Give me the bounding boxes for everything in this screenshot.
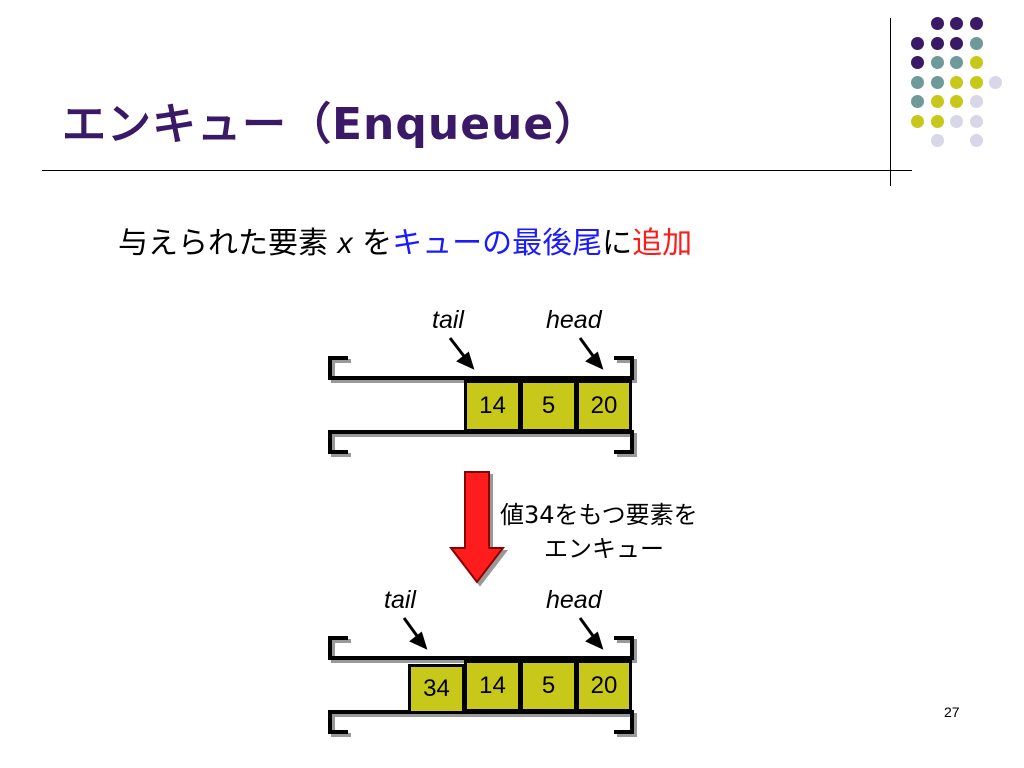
queue-before-head-pointer [578,337,604,370]
queue-after-cell: 20 [576,660,632,712]
decorative-dot [969,56,983,69]
decorative-dot [911,75,924,89]
decorative-dot [930,36,944,50]
queue-after-tail-pointer [402,617,428,650]
queue-before-cell: 5 [520,380,577,432]
subtitle-part4: に [602,226,633,261]
decorative-dot [969,36,983,50]
decorative-dot [911,95,924,108]
queue-before-head-label: head [546,306,602,334]
decorative-dot [950,56,963,69]
decorative-dot [911,114,924,128]
queue-after-cell-new: 34 [408,664,465,714]
decorative-dot [969,114,983,128]
transition-caption-line2: エンキュー [544,535,664,563]
decorative-dot [969,95,983,108]
transition-arrow [448,471,506,584]
subtitle-queue-tail: キューの最後尾 [392,226,603,261]
queue-after-cell: 14 [464,660,521,712]
queue-before-cell: 14 [464,380,521,432]
decorative-dot [950,17,963,30]
decorative-dot [989,75,1002,89]
decorative-dot [969,75,983,89]
decorative-dot [911,36,924,50]
decorative-dot [950,114,963,128]
decorative-dot [950,36,963,50]
queue-before-frame [328,356,634,454]
queue-after-head-pointer [578,617,604,650]
subtitle-append: 追加 [632,226,693,261]
decorative-dot [930,134,944,147]
decorative-dot [969,134,983,147]
queue-after-head-label: head [546,586,602,614]
decorative-dot [930,17,944,30]
decorative-dot [950,75,963,89]
queue-before-tail-pointer [448,337,475,370]
slide-subtitle: 与えられた要素 x をキューの最後尾に追加 [118,218,692,262]
subtitle-variable: x [337,227,353,260]
queue-after-tail-label: tail [384,586,416,614]
decorative-dot [911,56,924,69]
decorative-dot [930,114,944,128]
decorative-dot [969,17,983,30]
decorative-dot [930,95,944,108]
subtitle-part2: を [352,226,393,261]
queue-before-cell: 20 [576,380,632,432]
queue-after-cell: 5 [520,660,577,712]
decorative-dot [950,95,963,108]
queue-before-tail-label: tail [432,306,464,334]
decorative-dot [930,56,944,69]
decorative-dot [930,75,944,89]
slide-title: エンキュー（Enqueue） [62,99,600,150]
queue-after-frame [328,636,634,734]
title-horizontal-rule [42,170,912,171]
transition-caption: 値34をもつ要素を エンキュー [500,498,720,566]
page-number: 27 [944,704,960,720]
subtitle-part1: 与えられた要素 [118,226,338,261]
title-vertical-rule [890,18,891,186]
transition-caption-line1: 値34をもつ要素を [500,501,698,529]
